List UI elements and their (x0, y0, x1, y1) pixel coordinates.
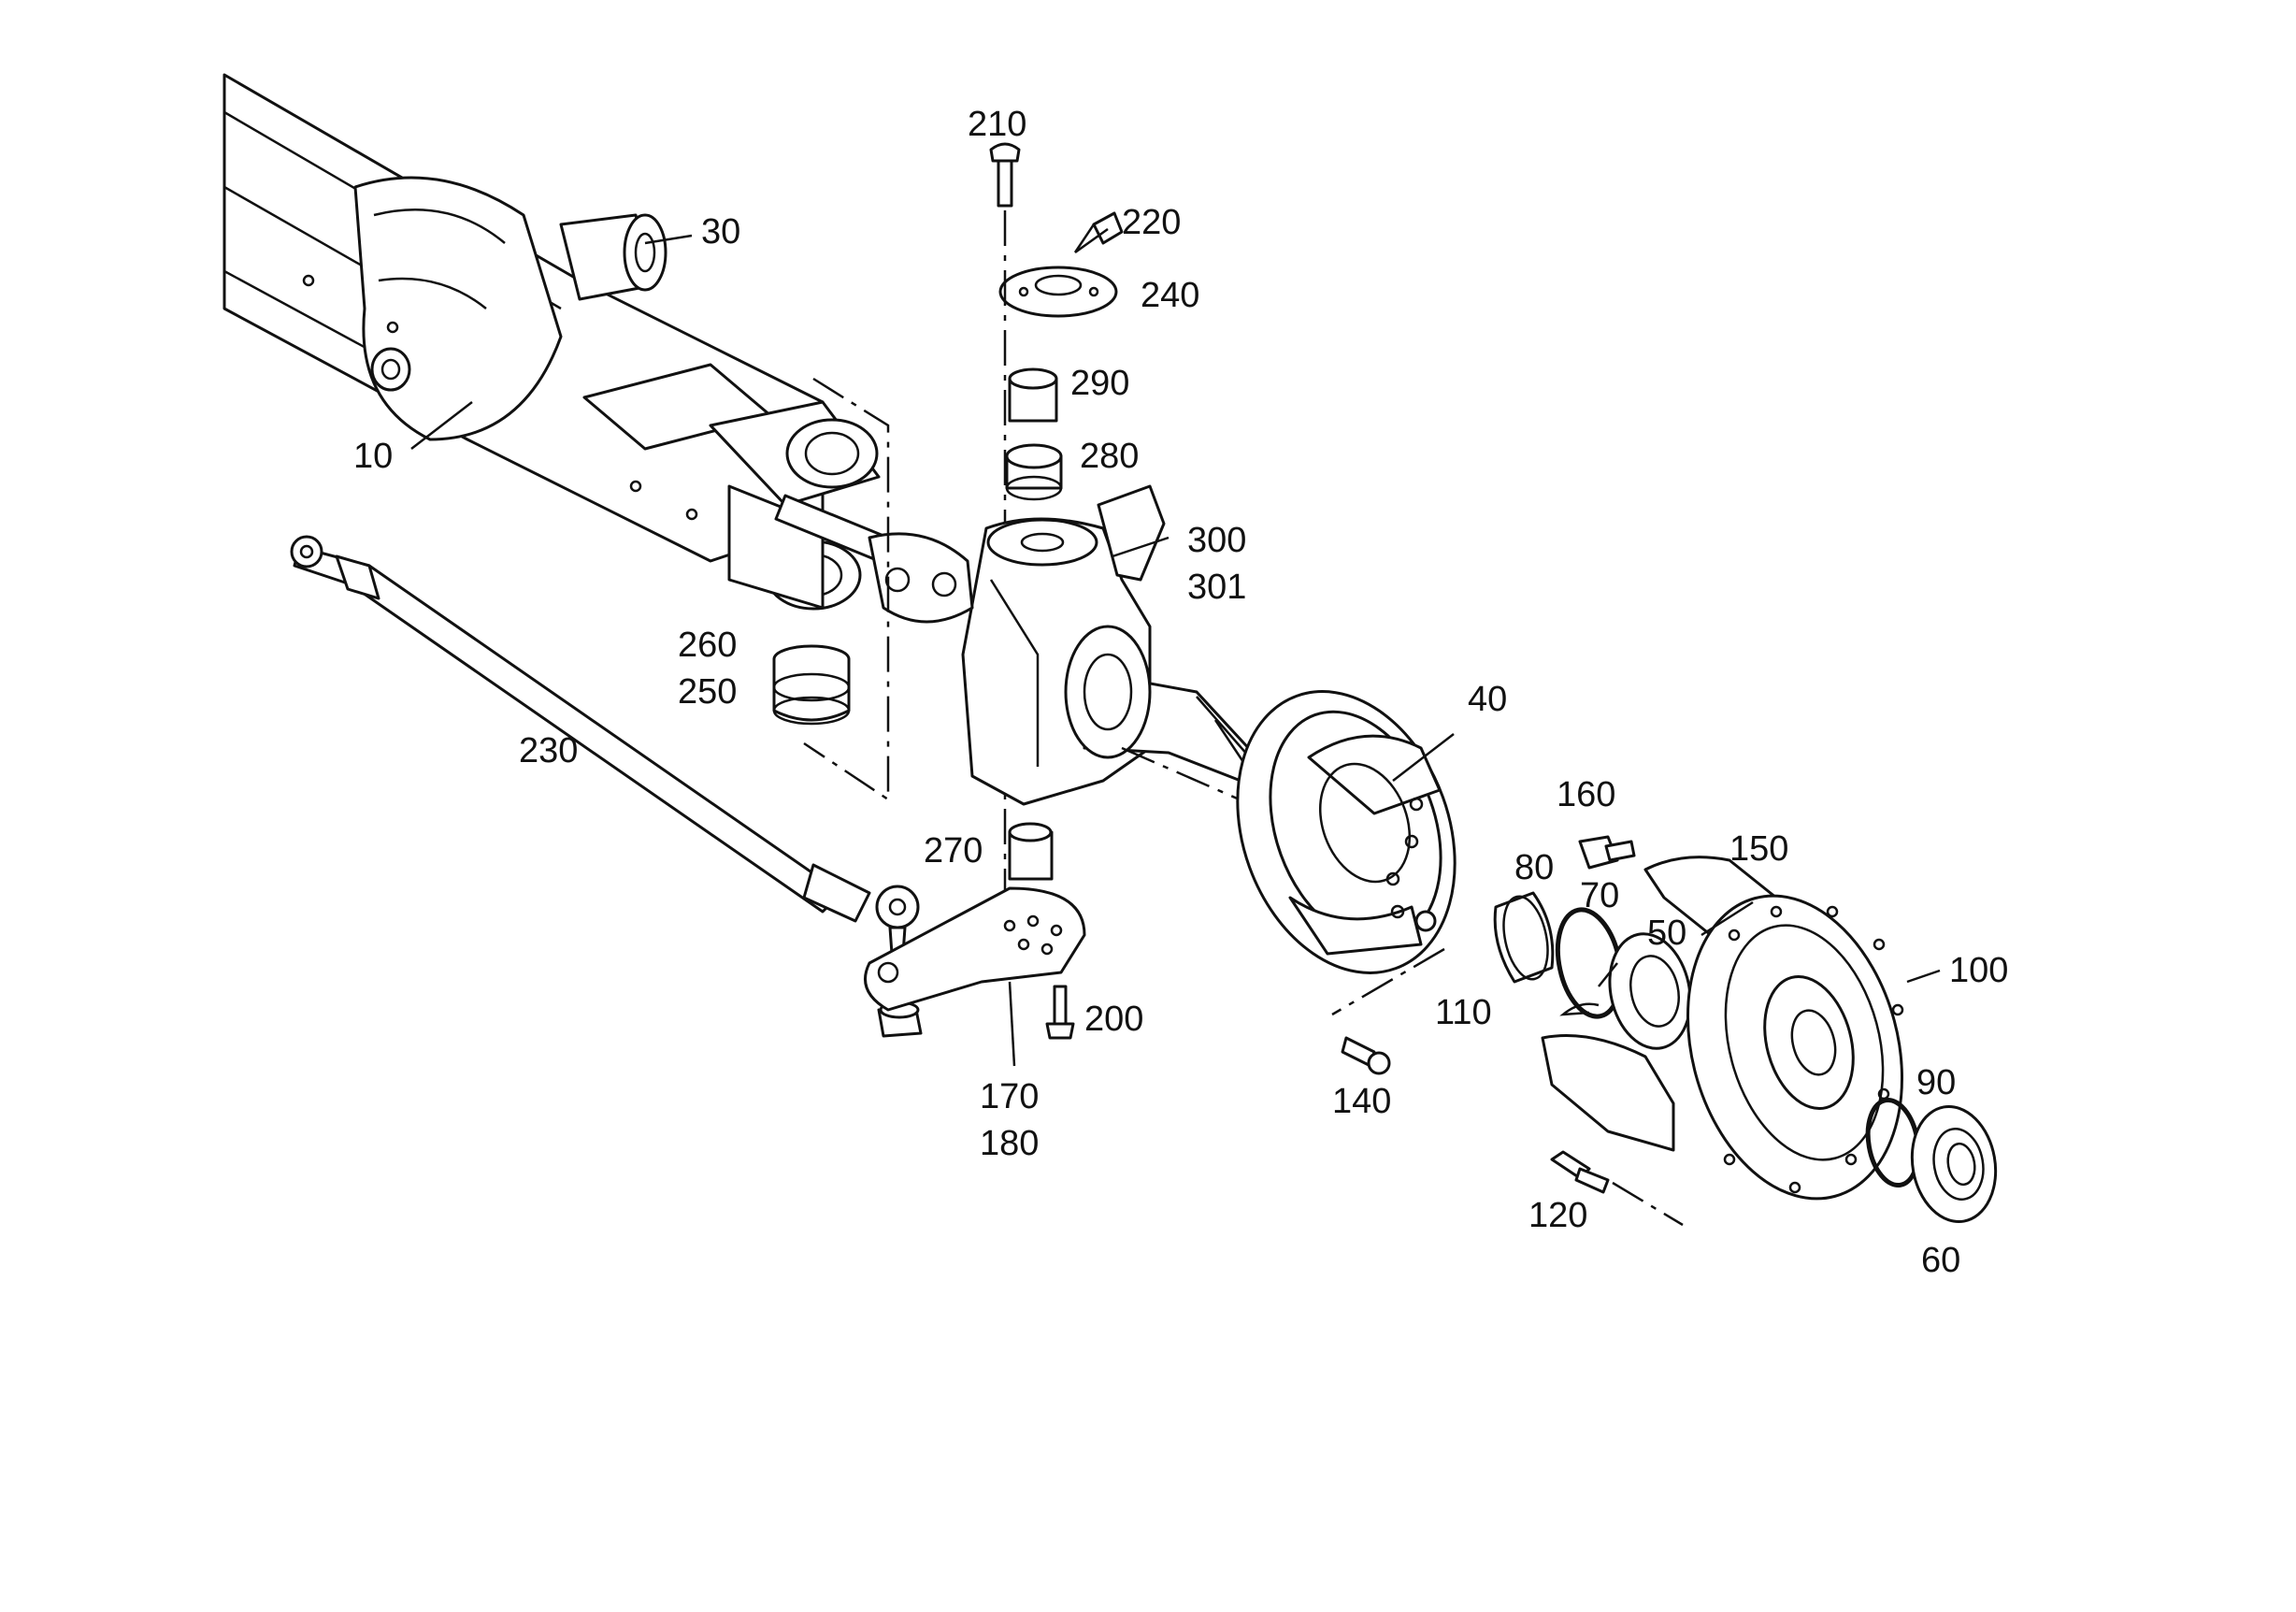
callout-200: 200 (1084, 1000, 1143, 1039)
tie-rod (290, 535, 923, 1038)
axle-housing (222, 73, 881, 611)
lower-bearing-seal (772, 377, 890, 802)
brake-backing-plate (1236, 690, 1457, 1016)
callout-10: 10 (353, 437, 393, 476)
callout-280: 280 (1080, 437, 1139, 476)
callout-290: 290 (1070, 364, 1129, 403)
callout-301: 301 (1187, 568, 1246, 607)
arm-bolt (1045, 985, 1075, 1040)
callout-50: 50 (1647, 914, 1686, 953)
callout-250: 250 (678, 672, 737, 712)
callout-100: 100 (1949, 951, 2008, 990)
steering-arm (864, 886, 1086, 1012)
leader-lines (410, 227, 1941, 1067)
callout-80: 80 (1514, 848, 1554, 887)
callout-40: 40 (1468, 680, 1507, 719)
callout-220: 220 (1122, 203, 1181, 242)
callout-210: 210 (968, 105, 1026, 144)
callout-60: 60 (1921, 1241, 1960, 1280)
callout-70: 70 (1580, 876, 1619, 915)
callout-160: 160 (1557, 775, 1615, 814)
kingpin-upper-parts (989, 142, 1124, 935)
hub-bolt-160 (1578, 835, 1636, 870)
callout-240: 240 (1141, 276, 1199, 315)
callout-170: 170 (980, 1077, 1039, 1116)
callout-120: 120 (1528, 1196, 1587, 1235)
lower-bush (1008, 822, 1054, 881)
callout-90: 90 (1916, 1063, 1956, 1102)
bearing-50 (1608, 932, 1692, 1050)
callout-270: 270 (924, 831, 983, 871)
callout-140: 140 (1332, 1082, 1391, 1121)
hub-bolt-120 (1550, 1150, 1684, 1227)
callout-260: 260 (678, 626, 737, 665)
callout-300: 300 (1187, 521, 1246, 560)
wheel-hub-carrier (1686, 894, 1904, 1201)
callout-180: 180 (980, 1124, 1039, 1163)
pinion-flange (559, 213, 667, 301)
callout-150: 150 (1729, 829, 1788, 869)
callout-labels: 10 30 40 50 60 70 80 90 100 110 120 140 … (353, 105, 2008, 1280)
callout-230: 230 (519, 731, 578, 770)
callout-30: 30 (701, 212, 740, 252)
callout-110: 110 (1435, 993, 1492, 1032)
bearing-60 (1910, 1104, 1998, 1224)
hub-seal-80 (1493, 891, 1555, 984)
backing-plate-bolt (1341, 1036, 1391, 1075)
drive-shaft (774, 494, 974, 624)
